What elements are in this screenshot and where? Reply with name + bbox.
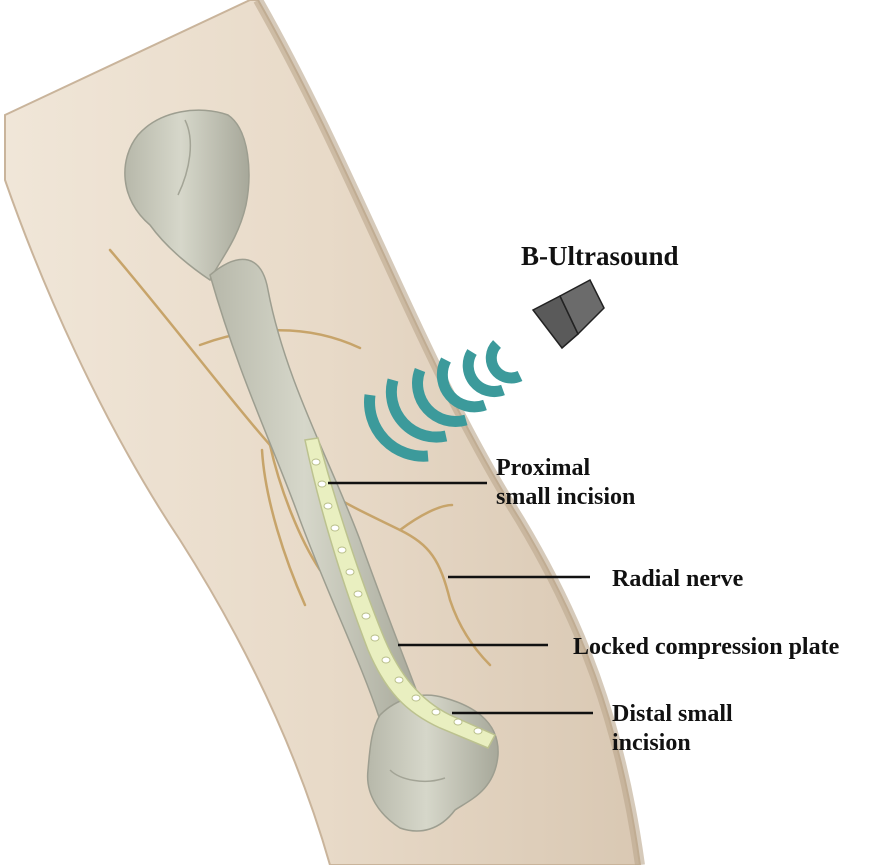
label-proximal-line1: Proximal: [496, 455, 591, 481]
label-distal-line1: Distal small: [612, 701, 733, 727]
label-proximal-small-incision: Proximal small incision: [496, 454, 635, 512]
label-proximal-line2: small incision: [496, 483, 636, 510]
label-radial-nerve: Radial nerve: [612, 566, 744, 592]
locked-compression-plate: [304, 437, 497, 749]
humeral-head: [124, 109, 250, 282]
leader-lines: [328, 481, 593, 715]
label-distal-line2: incision: [612, 729, 691, 756]
ultrasound-probe-icon: [531, 278, 605, 350]
ultrasound-waves-icon: [364, 340, 523, 462]
arm-skin-rim: [253, 0, 645, 865]
label-b-ultrasound: B-Ultrasound: [521, 241, 679, 271]
label-locked-compression-plate: Locked compression plate: [573, 634, 840, 660]
label-distal-small-incision: Distal small incision: [612, 700, 733, 758]
